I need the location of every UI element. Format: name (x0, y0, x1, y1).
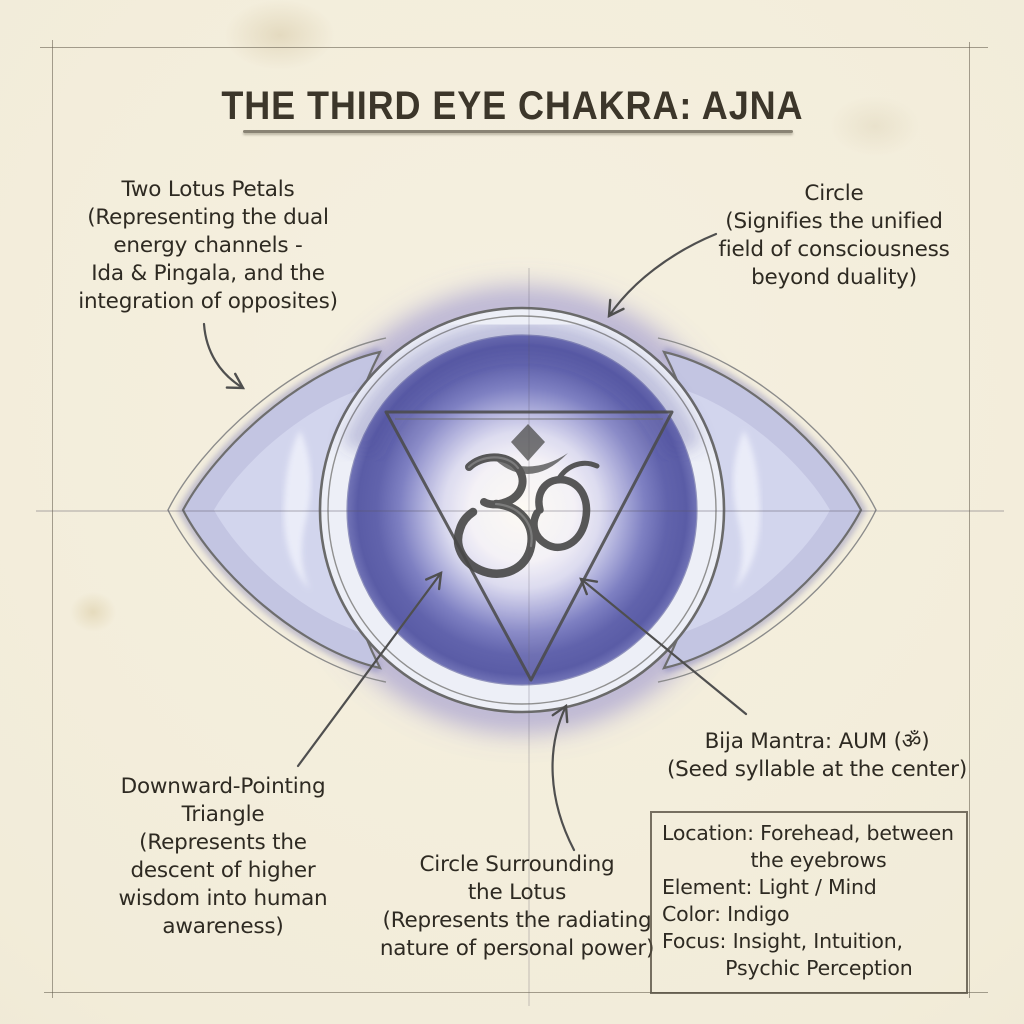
arrow-bija-mantra (579, 577, 748, 716)
om-symbol (453, 424, 600, 578)
info-line-focus: Focus: Insight, Intuition, Psychic Perce… (662, 929, 913, 981)
title-underline (243, 130, 793, 133)
annotation-downward-triangle: Downward-Pointing Triangle (Represents t… (118, 774, 328, 939)
arrow-lotus-petals (202, 322, 246, 390)
annotation-circle-surrounding: Circle Surrounding the Lotus (Represents… (379, 852, 655, 961)
page-title-text: THE THIRD EYE CHAKRA: AJNA (220, 84, 804, 128)
border-frame-top (40, 47, 988, 48)
annotation-lotus-petals: Two Lotus Petals (Representing the dual … (78, 177, 338, 314)
border-frame-left (52, 40, 53, 998)
border-frame-right (969, 42, 970, 998)
arrow-triangle (296, 571, 443, 768)
page-title: THE THIRD EYE CHAKRA: AJNA (0, 84, 1024, 129)
arrow-circle (607, 232, 718, 319)
info-line-color: Color: Indigo (662, 902, 790, 927)
arrow-circle-surrounding (551, 703, 576, 852)
annotation-circle: Circle (Signifies the unified field of c… (718, 181, 950, 290)
info-line-location: Location: Forehead, between the eyebrows (662, 821, 954, 873)
annotation-bija-mantra: Bija Mantra: AUM (ॐ) (Seed syllable at t… (666, 729, 968, 782)
om-bindu-diamond (511, 424, 545, 461)
info-box: Location: Forehead, between the eyebrows… (650, 811, 968, 995)
border-frame-bottom (44, 992, 988, 993)
info-line-element: Element: Light / Mind (662, 875, 877, 900)
om-crescent (490, 453, 568, 475)
